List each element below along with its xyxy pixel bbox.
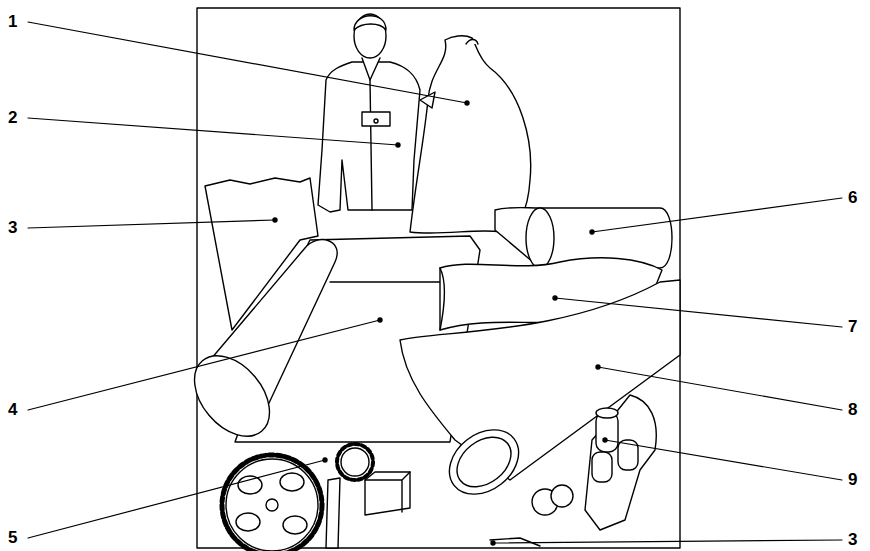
hair — [354, 16, 386, 30]
leader-lines — [28, 22, 842, 543]
leader-dot — [273, 218, 277, 222]
roll-core — [447, 427, 520, 497]
roll-end — [437, 417, 531, 508]
callout-number: 4 — [8, 401, 17, 419]
box — [365, 472, 410, 515]
collar — [362, 58, 380, 80]
sheet-edge — [330, 281, 440, 282]
bottle-group — [585, 395, 656, 530]
callout-number: 1 — [8, 13, 17, 31]
callout-number: 7 — [848, 318, 857, 336]
gear-teeth — [222, 455, 322, 551]
leader-line — [28, 460, 325, 538]
sack-tie — [466, 40, 478, 45]
leader-dot — [378, 318, 382, 322]
callout-number: 9 — [848, 471, 857, 489]
callout-number: 8 — [848, 401, 857, 419]
small-parts — [490, 485, 573, 546]
leader-line — [28, 220, 275, 228]
leader-line — [28, 22, 467, 103]
gear-teeth — [337, 444, 373, 480]
bottle — [592, 452, 612, 482]
callout-number: 6 — [848, 189, 857, 207]
wire — [490, 538, 540, 546]
leader-dot — [465, 101, 469, 105]
gear — [226, 459, 318, 551]
gear-hole — [236, 513, 260, 531]
gear-hole — [238, 476, 262, 494]
bottles — [585, 395, 656, 530]
sack-body — [410, 36, 531, 233]
leader-line — [493, 540, 842, 543]
leader-dot — [396, 143, 400, 147]
gears — [222, 444, 410, 551]
gear — [341, 448, 369, 476]
leader-dot — [603, 438, 607, 442]
callout-number: 5 — [8, 529, 17, 547]
tool — [326, 478, 340, 548]
leader-line — [605, 440, 842, 480]
callout-number: 3 — [8, 219, 17, 237]
jacket-front — [370, 80, 372, 210]
worker — [318, 14, 420, 212]
roll — [179, 240, 337, 451]
sheet-curl — [440, 268, 445, 330]
leader-dot — [323, 458, 327, 462]
leader-line — [598, 367, 842, 410]
button — [374, 119, 378, 123]
leader-dot — [590, 230, 594, 234]
leader-line — [592, 198, 842, 232]
roll-body — [400, 280, 680, 480]
leader-line — [555, 298, 842, 327]
leader-dot — [553, 296, 557, 300]
callout-number: 2 — [8, 109, 17, 127]
bottle-top — [596, 408, 618, 418]
sack — [410, 36, 531, 233]
callout-number: 3 — [848, 531, 857, 549]
leader-dot — [491, 541, 495, 545]
pocket — [362, 112, 390, 126]
gear-hole — [280, 473, 304, 491]
leader-line — [28, 320, 380, 410]
gear-hole — [283, 516, 307, 534]
leader-dot — [596, 365, 600, 369]
head — [354, 14, 386, 58]
box-edge — [365, 472, 410, 512]
leader-line — [28, 118, 398, 145]
gear-hub — [266, 499, 278, 511]
roll-end — [526, 208, 554, 268]
part — [551, 485, 573, 507]
